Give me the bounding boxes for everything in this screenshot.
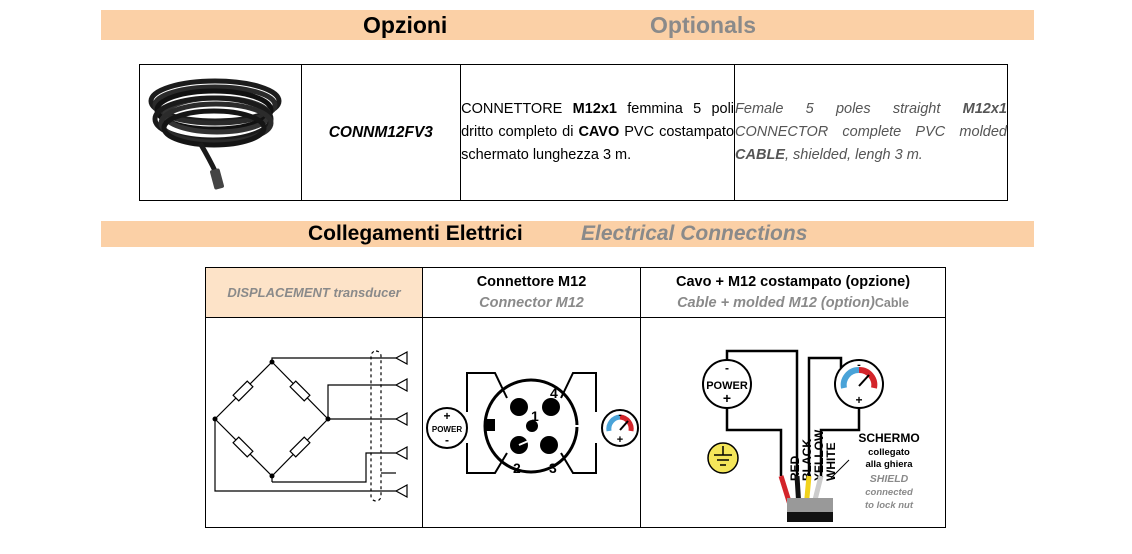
power-label: POWER — [432, 425, 462, 434]
col-header-connector: Connettore M12 Connector M12 — [422, 267, 641, 318]
section2-title-it: Collegamenti Elettrici — [308, 222, 523, 245]
svg-text:+: + — [617, 434, 623, 446]
cable-photo — [148, 78, 282, 190]
cable-diagram: - POWER + - + RED BLACK YELLOW WHITE — [702, 349, 920, 522]
cable-photo-cell — [139, 64, 302, 201]
section-title-en: Optionals — [650, 12, 757, 38]
pin-2-label: 2 — [513, 460, 521, 476]
svg-text:+: + — [443, 409, 450, 423]
section-header-connections: Collegamenti Elettrici Electrical Connec… — [101, 221, 1034, 247]
shield-label-it-1: SCHERMO — [858, 431, 919, 445]
col-header-cable: Cavo + M12 costampato (opzione) Cable + … — [640, 267, 946, 318]
wire-white-label: WHITE — [824, 442, 838, 481]
section-header-optionals: Opzioni Optionals — [101, 10, 1034, 40]
wire-black-label: BLACK — [800, 439, 814, 481]
section2-title-en: Electrical Connections — [581, 222, 808, 245]
power-label: POWER — [706, 380, 748, 392]
connections-table: DISPLACEMENT transducer Connettore M12 C… — [205, 267, 946, 528]
optionals-table: CONNM12FV3 CONNETTORE M12x1 femmina 5 po… — [139, 64, 1008, 201]
svg-text:-: - — [725, 361, 729, 375]
shield-label-en-1: SHIELD — [870, 473, 909, 485]
svg-text:+: + — [723, 390, 731, 406]
wire-yellow-label: YELLOW — [812, 429, 826, 481]
shield-label-en-2: connected — [865, 487, 913, 498]
svg-text:+: + — [855, 393, 862, 407]
shield-label-it-2: collegato — [868, 447, 910, 458]
connector-diagram-cell: 1 4 2 3 + POWER - - + — [422, 317, 641, 528]
option-desc-it: CONNETTORE M12x1 femmina 5 poli dritto c… — [460, 64, 736, 201]
cable-diagram-cell: - POWER + - + RED BLACK YELLOW WHITE — [640, 317, 946, 528]
bridge-diagram-cell — [205, 317, 423, 528]
col-header-transducer: DISPLACEMENT transducer — [205, 267, 423, 318]
connector-diagram: 1 4 2 3 + POWER - - + — [426, 372, 639, 476]
shield-label-en-3: to lock nut — [865, 500, 914, 511]
wire-red-label: RED — [788, 455, 802, 481]
svg-text:-: - — [857, 359, 861, 371]
power-icon — [426, 407, 468, 449]
option-code: CONNM12FV3 — [300, 64, 462, 201]
bridge-diagram — [212, 350, 408, 502]
svg-text:-: - — [618, 410, 621, 421]
pin-4-label: 4 — [550, 385, 558, 401]
section-title-it: Opzioni — [363, 12, 448, 38]
shield-label-it-3: alla ghiera — [866, 459, 914, 470]
ground-icon — [707, 442, 739, 474]
pin-3-label: 3 — [549, 460, 557, 476]
svg-text:-: - — [445, 433, 449, 447]
pin-1-label: 1 — [531, 408, 539, 424]
power-icon — [702, 359, 752, 409]
option-desc-en: Female 5 poles straight M12x1 CONNECTOR … — [734, 64, 1008, 201]
